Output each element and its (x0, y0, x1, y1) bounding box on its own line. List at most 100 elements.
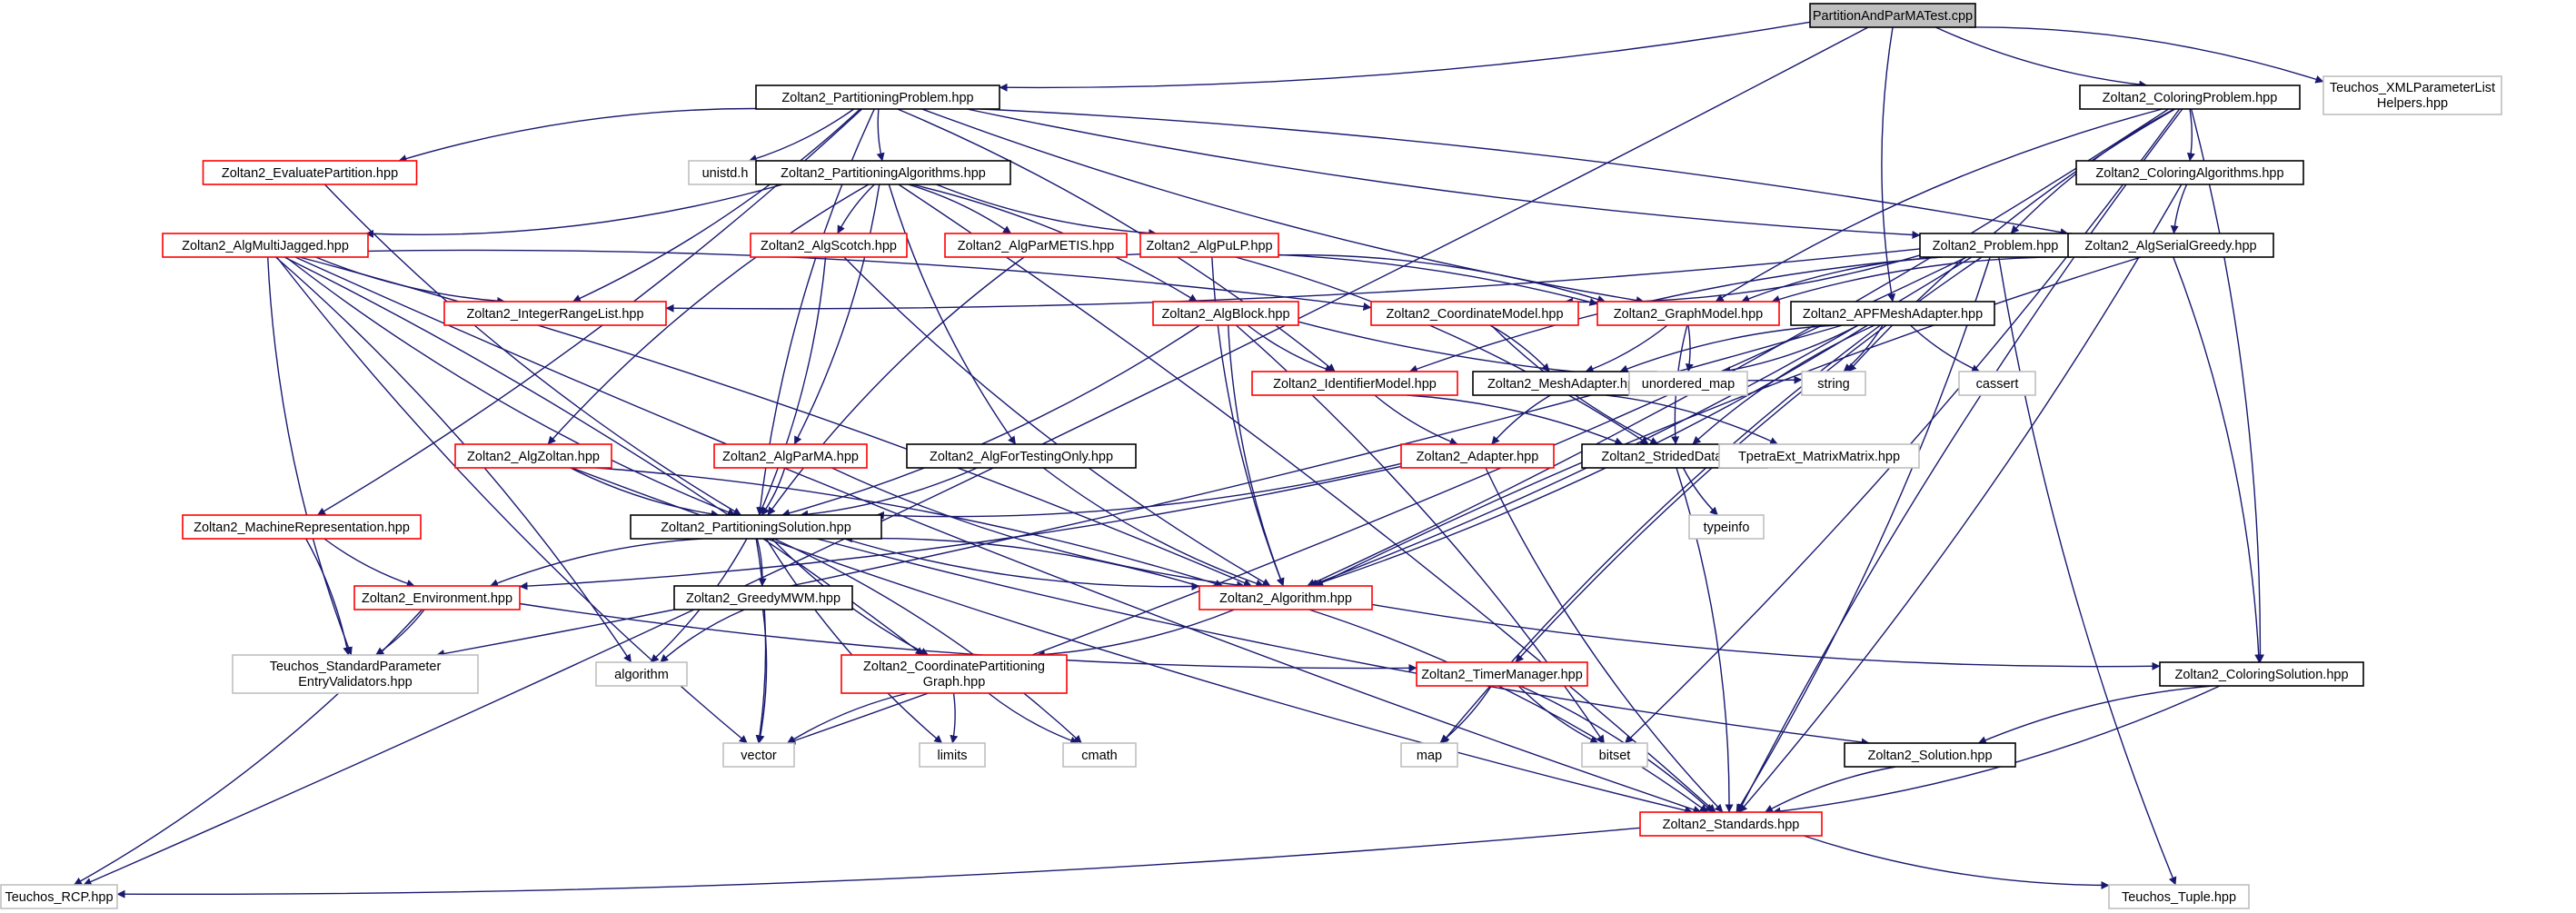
node-box (1919, 233, 2072, 258)
node-zoltan2-integerrangelist[interactable]: Zoltan2_IntegerRangeList.hpp (443, 301, 667, 326)
edge-apu-to-gm (1278, 253, 1606, 303)
edge-pp-to-im (897, 108, 1336, 372)
node-zoltan2-identifiermodel[interactable]: Zoltan2_IdentifierModel.hpp (1251, 371, 1458, 396)
node-zoltan2-meshadapter[interactable]: Zoltan2_MeshAdapter.hpp (1472, 371, 1657, 396)
node-box (630, 514, 882, 540)
edge-tm-to-map (1439, 685, 1492, 744)
node-label: cmath (1081, 749, 1118, 763)
node-zoltan2-coloringsolution[interactable]: Zoltan2_ColoringSolution.hpp (2159, 661, 2364, 687)
node-label: Zoltan2_MachineRepresentation.hpp (194, 521, 410, 535)
node-zoltan2-coordinatemodel[interactable]: Zoltan2_CoordinateModel.hpp (1370, 301, 1579, 326)
edge-cpg-to-cmath (988, 692, 1079, 745)
edge-ad-to-std (1485, 467, 1724, 813)
node-zoltan2-algblock[interactable]: Zoltan2_AlgBlock.hpp (1152, 301, 1299, 326)
node-label: algorithm (614, 668, 669, 682)
edge-env-to-tm (519, 602, 1417, 672)
node-zoltan2-algfortestingonly[interactable]: Zoltan2_AlgForTestingOnly.hpp (906, 443, 1137, 469)
node-label: Zoltan2_PartitioningSolution.hpp (661, 521, 851, 535)
edge-im-to-sd (1407, 394, 1624, 445)
node-zoltan2-standards[interactable]: Zoltan2_Standards.hpp (1639, 811, 1823, 837)
node-label: Zoltan2_AlgParMA.hpp (722, 450, 859, 464)
edge-pp-to-irl (572, 108, 861, 303)
node-zoltan2-coloringproblem[interactable]: Zoltan2_ColoringProblem.hpp (2079, 84, 2301, 110)
node-box (1801, 371, 1866, 396)
node-label: Zoltan2_AlgForTestingOnly.hpp (930, 450, 1113, 464)
node-zoltan2-timermanager[interactable]: Zoltan2_TimerManager.hpp (1416, 661, 1588, 687)
node-label: Zoltan2_APFMeshAdapter.hpp (1803, 307, 1983, 322)
node-zoltan2-graphmodel[interactable]: Zoltan2_GraphModel.hpp (1596, 301, 1780, 326)
edge-ps-to-alg (843, 538, 1200, 591)
node-zoltan2-environment[interactable]: Zoltan2_Environment.hpp (353, 585, 521, 610)
node-box (673, 585, 853, 610)
node-zoltan2-algzoltan[interactable]: Zoltan2_AlgZoltan.hpp (454, 443, 612, 469)
node-zoltan2-adapter[interactable]: Zoltan2_Adapter.hpp (1400, 443, 1555, 469)
edge-amj-to-tspv (267, 256, 353, 656)
node-label: Zoltan2_IdentifierModel.hpp (1273, 377, 1437, 392)
node-zoltan2-algscotch[interactable]: Zoltan2_AlgScotch.hpp (750, 233, 908, 258)
node-label: Zoltan2_Solution.hpp (1867, 749, 1992, 763)
edge-az-to-alg (595, 467, 1224, 588)
node-zoltan2-evaluatepartition[interactable]: Zoltan2_EvaluatePartition.hpp (202, 160, 418, 185)
edge-apf-to-str (1843, 324, 1884, 372)
edge-pa-to-apm (908, 184, 1012, 234)
edge-amj-to-cm (367, 249, 1372, 311)
edge-ca-to-asg (2170, 184, 2188, 234)
edge-mr-to-env (323, 538, 415, 588)
node-algorithm: algorithm (595, 661, 688, 687)
node-partitionandparmatest: PartitionAndParMATest.cpp (1809, 3, 1976, 28)
node-box (1251, 371, 1458, 396)
node-zoltan2-algserialgreedy[interactable]: Zoltan2_AlgSerialGreedy.hpp (2067, 233, 2274, 258)
node-teuchos-tuple: Teuchos_Tuple.hpp (2108, 884, 2250, 909)
node-teuchos-rcp: Teuchos_RCP.hpp (0, 884, 118, 909)
node-box (443, 301, 667, 326)
edge-asg-to-cs (2173, 256, 2263, 663)
edge-pa-to-apma (793, 184, 880, 445)
edge-cp-to-ca (2186, 108, 2195, 162)
node-zoltan2-coloringalgorithms[interactable]: Zoltan2_ColoringAlgorithms.hpp (2075, 160, 2304, 185)
edge-ps-to-cmath (773, 538, 1082, 744)
node-zoltan2-solution[interactable]: Zoltan2_Solution.hpp (1844, 742, 2016, 768)
edge-ps-to-lim (765, 538, 943, 744)
node-box (755, 160, 1011, 185)
edge-alg-to-std (1308, 609, 1708, 813)
node-zoltan2-algmultijagged[interactable]: Zoltan2_AlgMultiJagged.hpp (162, 233, 369, 258)
edge-ep-to-ps (323, 184, 741, 516)
edge-ab-to-alg (1228, 324, 1285, 587)
node-zoltan2-machinerepresentation[interactable]: Zoltan2_MachineRepresentation.hpp (182, 514, 422, 540)
node-label: Zoltan2_IntegerRangeList.hpp (466, 307, 643, 322)
node-zoltan2-algparma[interactable]: Zoltan2_AlgParMA.hpp (713, 443, 868, 469)
node-zoltan2-partitioningalgorithms[interactable]: Zoltan2_PartitioningAlgorithms.hpp (755, 160, 1011, 185)
node-box (1790, 301, 1995, 326)
edge-cm-to-ma (1489, 324, 1550, 372)
node-label: Zoltan2_ColoringSolution.hpp (2174, 668, 2348, 682)
node-zoltan2-problem[interactable]: Zoltan2_Problem.hpp (1919, 233, 2072, 258)
node-label: Zoltan2_AlgParMETIS.hpp (958, 239, 1114, 253)
node-label: Zoltan2_AlgBlock.hpp (1161, 307, 1289, 322)
node-zoltan2-algpulp[interactable]: Zoltan2_AlgPuLP.hpp (1139, 233, 1279, 258)
edge-pa-to-amj (365, 184, 783, 238)
edge-apm-to-ps (767, 256, 1025, 516)
node-box (454, 443, 612, 469)
edge-cp-to-alg (1307, 108, 2169, 587)
node-label: Zoltan2_Adapter.hpp (1417, 450, 1539, 464)
node-box (232, 654, 479, 694)
node-zoltan2-apfmeshadapter[interactable]: Zoltan2_APFMeshAdapter.hpp (1790, 301, 1995, 326)
edge-sd-to-std (1676, 467, 1734, 813)
node-box (840, 654, 1068, 694)
node-zoltan2-partitioningproblem[interactable]: Zoltan2_PartitioningProblem.hpp (755, 84, 1000, 110)
node-label: vector (741, 749, 777, 763)
edge-cp-to-std (1737, 108, 2183, 813)
edge-env-to-rcp (74, 609, 423, 886)
node-label: typeinfo (1704, 521, 1750, 535)
edge-prob-to-std (1736, 256, 1991, 813)
node-zoltan2-greedymwm[interactable]: Zoltan2_GreedyMWM.hpp (673, 585, 853, 610)
node-box (1581, 742, 1648, 768)
node-zoltan2-algparmetis[interactable]: Zoltan2_AlgParMETIS.hpp (944, 233, 1128, 258)
node-zoltan2-partitioningsolution[interactable]: Zoltan2_PartitioningSolution.hpp (630, 514, 882, 540)
edge-pp-to-pa (876, 108, 885, 162)
node-zoltan2-algorithm[interactable]: Zoltan2_Algorithm.hpp (1198, 585, 1373, 610)
